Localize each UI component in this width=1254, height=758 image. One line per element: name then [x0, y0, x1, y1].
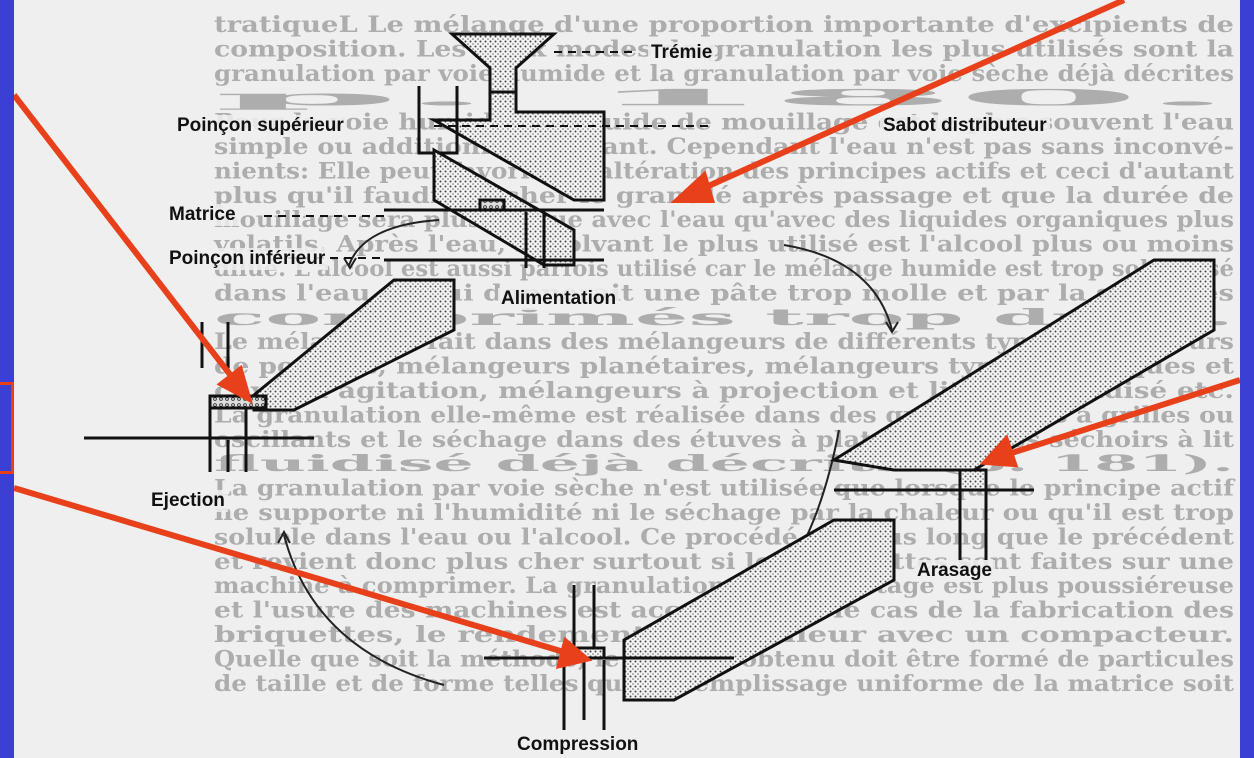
background-text-line: Pour la voie humide, le liquide de mouil… — [214, 110, 1234, 136]
hopper — [448, 32, 558, 94]
background-text-line: plus qu'il faudra sécher le granulé aprè… — [214, 183, 1234, 209]
background-text-line: La granulation par voie sèche n'est util… — [214, 476, 1236, 502]
feed-shoe-top — [428, 90, 606, 202]
label-ejection: Ejection — [148, 490, 228, 512]
background-text-line: granulation par voie humide et la granul… — [214, 61, 1234, 87]
right-blue-band — [1240, 0, 1254, 758]
background-text-line: volatils. Après l'eau, le solvant le plu… — [213, 232, 1234, 258]
label-matrice: Matrice — [166, 204, 239, 226]
red-highlight-box-fragment — [0, 382, 14, 474]
label-sabot-distributeur: Sabot distributeur — [880, 115, 1050, 137]
label-arasage: Arasage — [914, 560, 995, 582]
ejection-station — [84, 278, 456, 472]
label-poincon-superieur: Poinçon supérieur — [174, 115, 347, 137]
label-poincon-inferieur: Poinçon inférieur — [166, 248, 329, 270]
compression-station — [484, 518, 896, 730]
background-text-line: mouillage sera plus longue avec l'eau qu… — [214, 207, 1234, 233]
background-text-line: ne supporte ni l'humidité ni le séchage … — [214, 500, 1234, 526]
background-text-line: p. 180. — [214, 85, 1234, 111]
left-blue-band — [0, 0, 14, 758]
tablet-press-diagram — [14, 0, 1240, 730]
background-text-line: et revient donc plus cher surtout si les… — [214, 549, 1234, 575]
background-text-line: fluidisé déjà décrits (p. 181). — [214, 451, 1234, 477]
background-text-line: oscillants et le séchage dans des étuves… — [214, 427, 1235, 453]
arasage-station — [829, 258, 1216, 560]
background-text-line: composition. Les deux modes de granulati… — [214, 36, 1234, 62]
label-compression: Compression — [514, 734, 642, 756]
label-alimentation: Alimentation — [498, 288, 620, 310]
label-tremie: Trémie — [648, 42, 716, 64]
background-text-line: simple ou additionnée de liant. Cependan… — [214, 134, 1234, 160]
background-text-line: de taille et de forme telles que le remp… — [214, 671, 1235, 697]
red-pointer-arrows — [14, 0, 1240, 670]
die-table-top — [384, 198, 604, 268]
scanned-page: tratiqueL Le mélange d'une proportion im… — [14, 0, 1240, 758]
background-text-line: soluble dans l'eau ou l'alcool. Ce procé… — [214, 524, 1235, 550]
